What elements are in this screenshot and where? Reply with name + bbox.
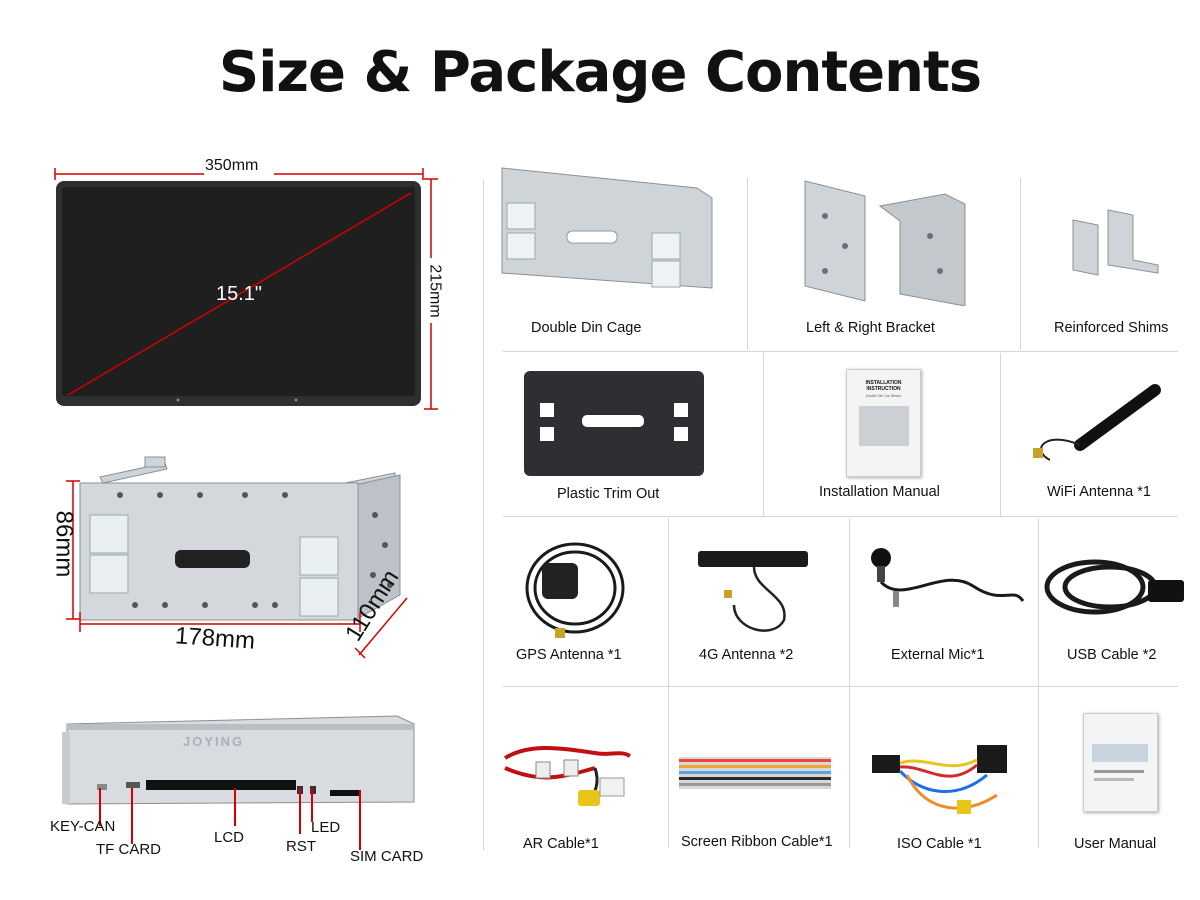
iso-cable-image [872, 745, 1007, 814]
manual-line3: Double Din Car Stereo [865, 394, 902, 398]
gps-antenna-image [525, 542, 625, 638]
grid-divider [763, 353, 764, 516]
page-title: Size & Package Contents [218, 40, 982, 105]
port-callout-lines [99, 788, 361, 850]
ar-cable-image [503, 746, 632, 806]
rst-label: RST [286, 838, 316, 855]
item-bracket: Left & Right Bracket [806, 320, 935, 336]
external-mic-image [871, 548, 1025, 607]
cage-width-label: 178mm [174, 622, 256, 655]
grid-divider [747, 178, 748, 350]
shims-image [1072, 209, 1159, 276]
grid-divider [668, 518, 669, 848]
unit-rear-illustration [62, 715, 415, 805]
item-external-mic: External Mic*1 [891, 647, 985, 663]
sim-card-label: SIM CARD [350, 848, 424, 865]
item-wifi-antenna: WiFi Antenna *1 [1047, 484, 1151, 500]
grid-divider [483, 180, 484, 850]
grid-divider [503, 351, 1178, 352]
tf-card-label: TF CARD [96, 841, 161, 858]
grid-divider [849, 518, 850, 848]
item-user-manual: User Manual [1074, 836, 1157, 852]
item-double-din-cage: Double Din Cage [531, 320, 642, 336]
cage-depth-line [355, 597, 408, 659]
item-ribbon-cable: Screen Ribbon Cable*1 [681, 834, 833, 850]
brand-label: JOYING [183, 734, 245, 749]
head-unit-screen [56, 181, 421, 406]
wifi-antenna-image [1033, 384, 1161, 461]
height-label: 215mm [426, 264, 444, 318]
cage-illustration [79, 456, 401, 621]
double-din-cage-image [501, 167, 713, 289]
cage-width-line [79, 612, 361, 632]
item-iso-cable: ISO Cable *1 [897, 836, 982, 852]
manual-line2: INSTRUCTION [866, 386, 901, 392]
cage-height-label: 86mm [50, 510, 78, 578]
bracket-image [804, 180, 966, 306]
diagonal-label: 15.1" [216, 283, 263, 305]
installation-manual-image: INSTALLATION INSTRUCTION Double Din Car … [846, 369, 921, 477]
lcd-label: LCD [214, 829, 245, 846]
grid-divider [503, 516, 1178, 517]
ribbon-cable-image [679, 757, 831, 789]
trim-image [524, 371, 704, 476]
grid-divider [1038, 518, 1039, 848]
manual-line1: INSTALLATION [865, 380, 902, 386]
grid-divider [503, 686, 1178, 687]
item-4g-antenna: 4G Antenna *2 [699, 647, 794, 663]
grid-divider [1000, 353, 1001, 516]
led-label: LED [311, 819, 341, 836]
height-dimension-line [424, 178, 438, 410]
user-manual-image [1083, 713, 1158, 812]
key-can-label: KEY-CAN [50, 818, 116, 835]
4g-antenna-image [698, 551, 808, 632]
item-gps-antenna: GPS Antenna *1 [516, 647, 622, 663]
item-shims: Reinforced Shims [1054, 320, 1169, 336]
item-installation-manual: Installation Manual [819, 484, 940, 500]
cage-height-line [66, 480, 80, 620]
item-usb-cable: USB Cable *2 [1067, 647, 1157, 663]
grid-divider [1020, 178, 1021, 350]
item-ar-cable: AR Cable*1 [523, 836, 599, 852]
item-trim: Plastic Trim Out [557, 486, 660, 502]
usb-cable-image [1044, 559, 1184, 615]
width-label: 350mm [205, 157, 259, 174]
